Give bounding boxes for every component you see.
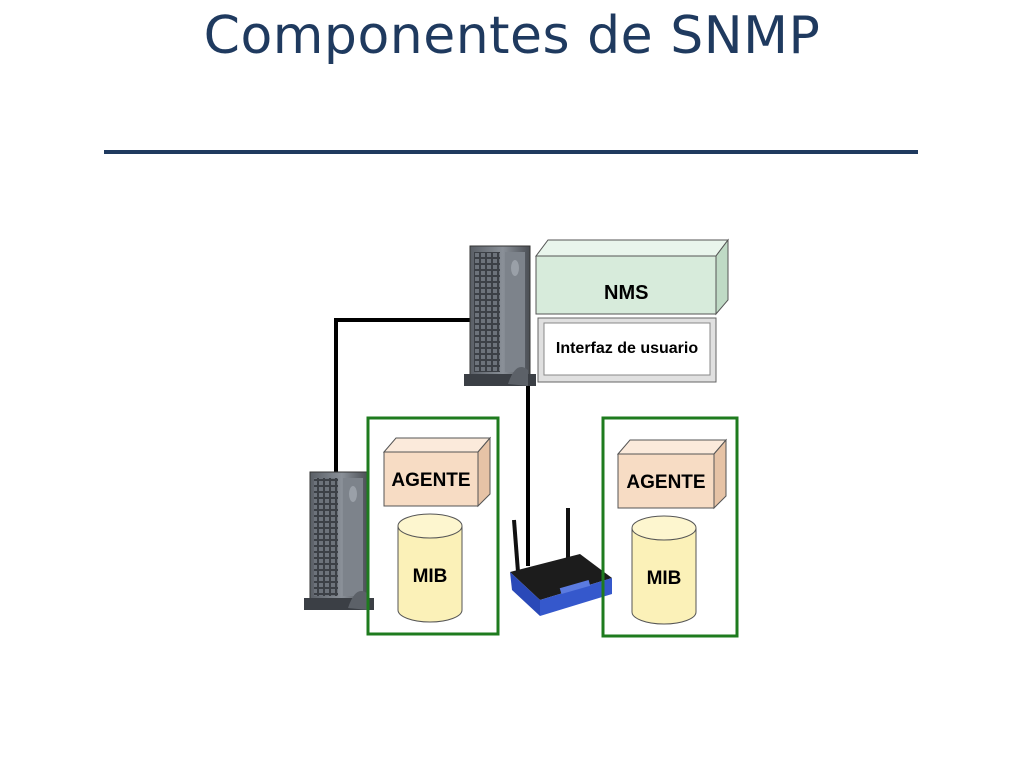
- server-tower-icon: [464, 245, 536, 386]
- mib-left-label: MIB: [413, 566, 448, 587]
- agent-left-label: AGENTE: [391, 470, 470, 491]
- interface-label: Interfaz de usuario: [556, 340, 698, 357]
- mib-right-cylinder: MIB: [631, 515, 697, 625]
- title-underline: [104, 150, 918, 154]
- wireless-router-icon: [510, 508, 612, 616]
- agent-right-label: AGENTE: [626, 472, 705, 493]
- agent-frame-right: AGENTE MIB: [601, 416, 739, 638]
- mib-right-label: MIB: [647, 568, 682, 589]
- nms-box: NMS: [535, 238, 729, 316]
- agent-frame-left: AGENTE MIB: [366, 416, 500, 636]
- mib-left-cylinder: MIB: [397, 513, 463, 623]
- cable-nms-to-agent-server: [334, 318, 470, 472]
- slide-title: Componentes de SNMP: [203, 6, 821, 66]
- server-tower-icon: [304, 471, 374, 610]
- nms-label: NMS: [604, 282, 648, 304]
- user-interface-box: Interfaz de usuario: [537, 317, 717, 383]
